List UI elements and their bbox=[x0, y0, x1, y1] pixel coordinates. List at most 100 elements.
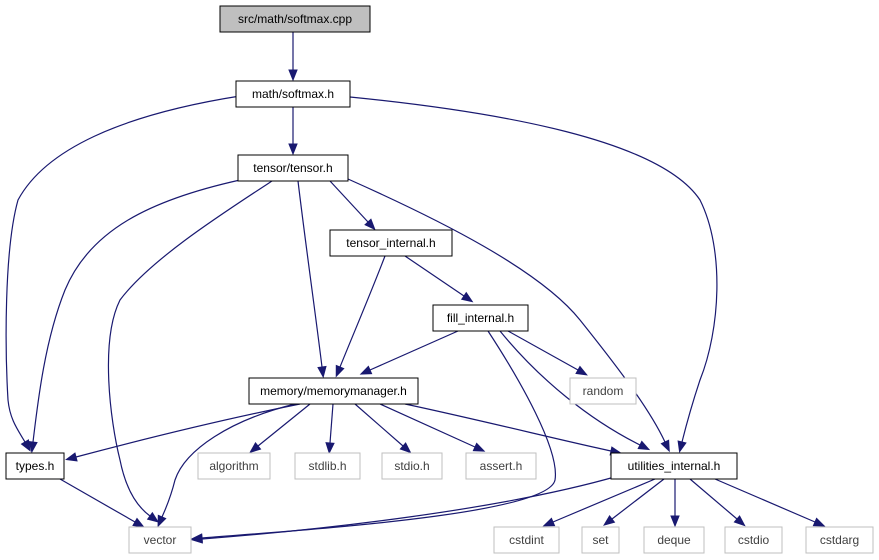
edge-line bbox=[5, 95, 241, 443]
edge-arrowhead bbox=[317, 365, 327, 379]
edge-softmax_cpp-to-softmax_h bbox=[288, 32, 298, 82]
edge-tensor_internal_h-to-memorymanager_h bbox=[335, 255, 386, 378]
node-tensor-internal-h[interactable]: tensor_internal.h bbox=[329, 229, 453, 257]
node-box bbox=[432, 304, 529, 332]
edge-arrowhead bbox=[364, 218, 376, 231]
edge-line bbox=[499, 330, 641, 446]
edge-arrowhead bbox=[575, 365, 588, 376]
node-box bbox=[724, 526, 783, 554]
edge-line bbox=[161, 403, 296, 518]
edge-line bbox=[404, 403, 612, 452]
edge-arrowhead bbox=[65, 452, 78, 462]
edge-line bbox=[329, 403, 334, 444]
node-memorymanager-h[interactable]: memory/memorymanager.h bbox=[248, 377, 419, 405]
edge-line bbox=[369, 330, 459, 371]
node-stdlib-h: stdlib.h bbox=[294, 452, 361, 480]
node-types-h[interactable]: types.h bbox=[5, 452, 65, 480]
node-label: tensor/tensor.h bbox=[253, 161, 332, 175]
edge-arrowhead bbox=[132, 517, 145, 528]
edge-memorymanager_h-to-algorithm bbox=[249, 403, 311, 454]
edge-utilities_internal_h-to-cstdio bbox=[689, 478, 746, 527]
node-box bbox=[5, 452, 65, 480]
edge-fill_internal_h-to-random bbox=[507, 330, 588, 376]
node-softmax-h[interactable]: math/softmax.h bbox=[235, 80, 351, 108]
edge-fill_internal_h-to-memorymanager_h bbox=[359, 330, 459, 375]
node-label: fill_internal.h bbox=[447, 311, 514, 325]
node-deque: deque bbox=[643, 526, 705, 554]
node-label: tensor_internal.h bbox=[346, 236, 435, 250]
node-box bbox=[197, 452, 271, 480]
edge-line bbox=[404, 255, 465, 297]
node-box bbox=[128, 526, 192, 554]
edge-line bbox=[75, 403, 301, 458]
edge-line bbox=[552, 478, 656, 523]
edge-arrowhead bbox=[677, 440, 687, 454]
node-assert-h: assert.h bbox=[465, 452, 537, 480]
edge-line bbox=[257, 403, 311, 447]
edge-line bbox=[689, 478, 738, 520]
edge-tensor_internal_h-to-fill_internal_h bbox=[404, 255, 474, 303]
edge-line bbox=[107, 180, 273, 517]
node-box bbox=[248, 377, 419, 405]
edge-utilities_internal_h-to-cstdint bbox=[542, 478, 656, 527]
edge-tensor_h-to-tensor_internal_h bbox=[329, 180, 376, 231]
node-box bbox=[643, 526, 705, 554]
edge-memorymanager_h-to-vector bbox=[157, 403, 296, 528]
edge-arrowhead bbox=[660, 439, 670, 453]
edge-arrowhead bbox=[190, 534, 203, 544]
node-box bbox=[465, 452, 537, 480]
edge-types_h-to-vector bbox=[59, 478, 145, 528]
node-box bbox=[581, 526, 620, 554]
node-box bbox=[569, 377, 637, 405]
node-cstdio: cstdio bbox=[724, 526, 783, 554]
edge-utilities_internal_h-to-set bbox=[603, 478, 665, 526]
edge-line bbox=[201, 475, 619, 540]
node-stdio-h: stdio.h bbox=[381, 452, 443, 480]
edge-arrowhead bbox=[460, 291, 474, 303]
node-label: memory/memorymanager.h bbox=[260, 384, 407, 398]
edge-arrowhead bbox=[542, 517, 556, 527]
node-box bbox=[381, 452, 443, 480]
node-box bbox=[294, 452, 361, 480]
edge-arrowhead bbox=[670, 515, 680, 528]
edge-line bbox=[507, 330, 579, 371]
node-box bbox=[493, 526, 560, 554]
edge-line bbox=[347, 178, 666, 443]
node-tensor-h[interactable]: tensor/tensor.h bbox=[237, 154, 349, 182]
node-fill-internal-h[interactable]: fill_internal.h bbox=[432, 304, 529, 332]
edge-line bbox=[59, 478, 136, 523]
edge-arrowhead bbox=[637, 440, 651, 451]
edge-line bbox=[297, 180, 323, 368]
edge-line bbox=[354, 403, 404, 447]
node-utilities-internal-h[interactable]: utilities_internal.h bbox=[610, 452, 738, 480]
node-label: stdio.h bbox=[394, 459, 429, 473]
node-label: utilities_internal.h bbox=[628, 459, 721, 473]
edge-arrowhead bbox=[603, 514, 616, 526]
edge-memorymanager_h-to-stdlib_h bbox=[325, 403, 335, 455]
edge-arrowhead bbox=[249, 441, 262, 454]
node-set: set bbox=[581, 526, 620, 554]
node-label: stdlib.h bbox=[308, 459, 346, 473]
edge-softmax_h-to-utilities_internal_h bbox=[349, 96, 718, 454]
edge-utilities_internal_h-to-vector bbox=[190, 475, 619, 544]
edge-softmax_h-to-tensor_h bbox=[288, 107, 298, 156]
node-box bbox=[805, 526, 874, 554]
edge-arrowhead bbox=[146, 511, 160, 523]
edge-memorymanager_h-to-assert_h bbox=[379, 403, 486, 452]
node-label: deque bbox=[657, 533, 691, 547]
node-label: algorithm bbox=[209, 459, 258, 473]
node-label: vector bbox=[144, 533, 177, 547]
edge-memorymanager_h-to-stdio_h bbox=[354, 403, 412, 454]
edge-line bbox=[611, 478, 665, 520]
node-label: cstdio bbox=[738, 533, 770, 547]
node-label: random bbox=[583, 384, 624, 398]
edge-arrowhead bbox=[733, 515, 746, 527]
node-softmax-cpp[interactable]: src/math/softmax.cpp bbox=[219, 5, 371, 33]
edge-utilities_internal_h-to-cstdarg bbox=[714, 478, 826, 527]
edge-arrowhead bbox=[20, 439, 31, 452]
edge-tensor_h-to-utilities_internal_h bbox=[347, 178, 670, 453]
edge-tensor_h-to-memorymanager_h bbox=[297, 180, 327, 379]
node-label: assert.h bbox=[480, 459, 523, 473]
node-label: math/softmax.h bbox=[252, 87, 334, 101]
